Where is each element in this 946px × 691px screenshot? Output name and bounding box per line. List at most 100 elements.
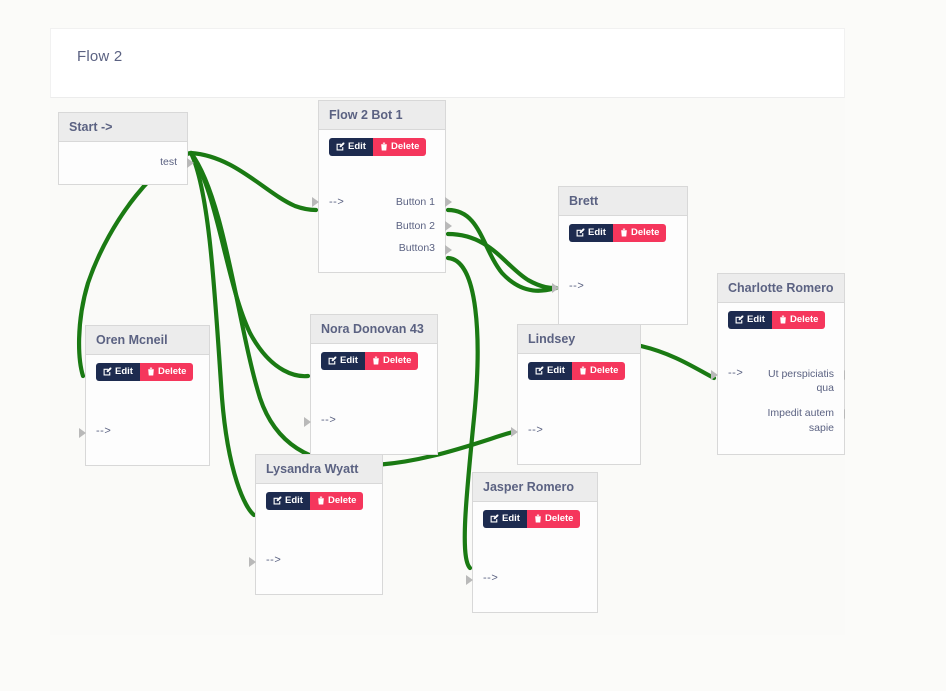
edit-button-label: Edit (340, 355, 358, 366)
flow-header-card: Flow 2 (50, 28, 845, 98)
output-port-marker[interactable] (844, 369, 845, 380)
input-port-marker[interactable] (249, 556, 256, 567)
pencil-square-icon (336, 142, 345, 151)
edge-start-to-lysandra-wyatt (188, 150, 257, 518)
pencil-square-icon (535, 366, 544, 375)
output-port-marker[interactable] (445, 196, 452, 207)
node-title: Charlotte Romero (718, 274, 844, 303)
edge-button-1-to-brett (445, 207, 559, 293)
delete-button-label: Delete (382, 355, 412, 366)
delete-button[interactable]: Delete (309, 492, 364, 510)
node-actions: Edit Delete (718, 303, 844, 329)
input-port-row[interactable]: --> (304, 413, 437, 454)
input-port-row[interactable]: --> (79, 425, 209, 465)
input-port-row[interactable]: --> (249, 554, 382, 594)
page-title: Flow 2 (77, 48, 123, 65)
node-body: Edit Delete --> (552, 216, 687, 324)
input-port-label: --> (728, 366, 744, 379)
delete-button[interactable]: Delete (364, 352, 419, 370)
port-row-output-1[interactable]: --> Ut perspiciatis qua (711, 366, 845, 397)
node-brett[interactable]: Brett Edit Delete (552, 186, 688, 325)
node-actions: Edit Delete (86, 355, 209, 381)
port-row-button-1[interactable]: --> Button 1 (312, 194, 452, 210)
input-port-marker[interactable] (711, 369, 718, 380)
edit-button[interactable]: Edit (321, 352, 365, 370)
output-port-marker[interactable] (445, 244, 452, 255)
node-title: Lysandra Wyatt (256, 455, 382, 484)
input-port-marker[interactable] (552, 282, 559, 293)
node-start[interactable]: Start -> test (58, 112, 194, 185)
node-lindsey[interactable]: Lindsey Edit Delete (511, 324, 641, 465)
flow-canvas[interactable]: Start -> test Flow 2 Bot 1 Edit (50, 98, 845, 635)
node-actions: Edit Delete (518, 354, 640, 380)
delete-button-label: Delete (390, 141, 420, 152)
port-row-output-2[interactable]: Impedit autem sapie (718, 406, 845, 454)
node-jasper-romero[interactable]: Jasper Romero Edit Delete (466, 472, 598, 613)
trash-icon (380, 142, 388, 151)
edit-button-label: Edit (285, 495, 303, 506)
node-lysandra-wyatt[interactable]: Lysandra Wyatt Edit Delete (249, 454, 383, 595)
node-title: Jasper Romero (473, 473, 597, 502)
input-port-marker[interactable] (511, 426, 518, 437)
edit-button[interactable]: Edit (483, 510, 527, 528)
node-body: Edit Delete --> (79, 355, 209, 465)
trash-icon (372, 356, 380, 365)
node-body: test (59, 142, 194, 184)
edit-button[interactable]: Edit (728, 311, 772, 329)
edge-lindsey-to-charlotte-romero (638, 343, 717, 381)
output-port-row[interactable]: test (59, 142, 194, 184)
input-port-label: --> (321, 413, 337, 426)
input-port-label: --> (528, 423, 544, 436)
node-actions: Edit Delete (319, 130, 445, 156)
delete-button[interactable]: Delete (526, 510, 581, 528)
delete-button[interactable]: Delete (571, 362, 626, 380)
edit-button-label: Edit (747, 314, 765, 325)
delete-button-label: Delete (789, 314, 819, 325)
node-charlotte-romero[interactable]: Charlotte Romero Edit Delete (711, 273, 845, 456)
delete-button[interactable]: Delete (612, 224, 667, 242)
node-actions: Edit Delete (256, 484, 382, 510)
input-port-marker[interactable] (79, 427, 86, 438)
input-port-marker[interactable] (466, 574, 473, 585)
trash-icon (147, 367, 155, 376)
node-nora-donovan-43[interactable]: Nora Donovan 43 Edit Delete (304, 314, 438, 455)
delete-button[interactable]: Delete (372, 138, 427, 156)
output-port-marker[interactable] (187, 158, 194, 168)
edit-button-label: Edit (115, 366, 133, 377)
delete-button[interactable]: Delete (771, 311, 826, 329)
port-row-button-3[interactable]: Button3 (319, 242, 452, 272)
edit-button[interactable]: Edit (569, 224, 613, 242)
node-actions: Edit Delete (559, 216, 687, 242)
edit-button[interactable]: Edit (528, 362, 572, 380)
edit-button[interactable]: Edit (266, 492, 310, 510)
pencil-square-icon (273, 496, 282, 505)
node-oren-mcneil[interactable]: Oren Mcneil Edit Delete (79, 325, 210, 466)
input-port-row[interactable]: --> (511, 423, 640, 464)
pencil-square-icon (103, 367, 112, 376)
edit-button[interactable]: Edit (329, 138, 373, 156)
edit-button[interactable]: Edit (96, 363, 140, 381)
trash-icon (620, 228, 628, 237)
port-row-button-2[interactable]: Button 2 (319, 218, 452, 234)
trash-icon (579, 366, 587, 375)
input-port-row[interactable]: --> (466, 572, 597, 612)
pencil-square-icon (735, 315, 744, 324)
edit-button-label: Edit (547, 365, 565, 376)
pencil-square-icon (490, 514, 499, 523)
edit-button-label: Edit (348, 141, 366, 152)
input-port-row[interactable]: --> (552, 280, 687, 324)
input-port-marker[interactable] (304, 416, 311, 427)
output-port-marker[interactable] (445, 220, 452, 231)
node-title: Start -> (59, 113, 187, 142)
output-port-marker[interactable] (844, 409, 845, 420)
node-flow-2-bot-1[interactable]: Flow 2 Bot 1 Edit Delete (312, 100, 452, 273)
node-body: Edit Delete --> (511, 354, 640, 464)
trash-icon (534, 514, 542, 523)
input-port-marker[interactable] (312, 196, 319, 207)
node-title: Brett (559, 187, 687, 216)
delete-button[interactable]: Delete (139, 363, 194, 381)
output-port-label: Ut perspiciatis qua (768, 367, 834, 395)
node-title: Oren Mcneil (86, 326, 209, 355)
edge-layer (77, 150, 717, 571)
output-port-label: Button 2 (395, 219, 435, 232)
